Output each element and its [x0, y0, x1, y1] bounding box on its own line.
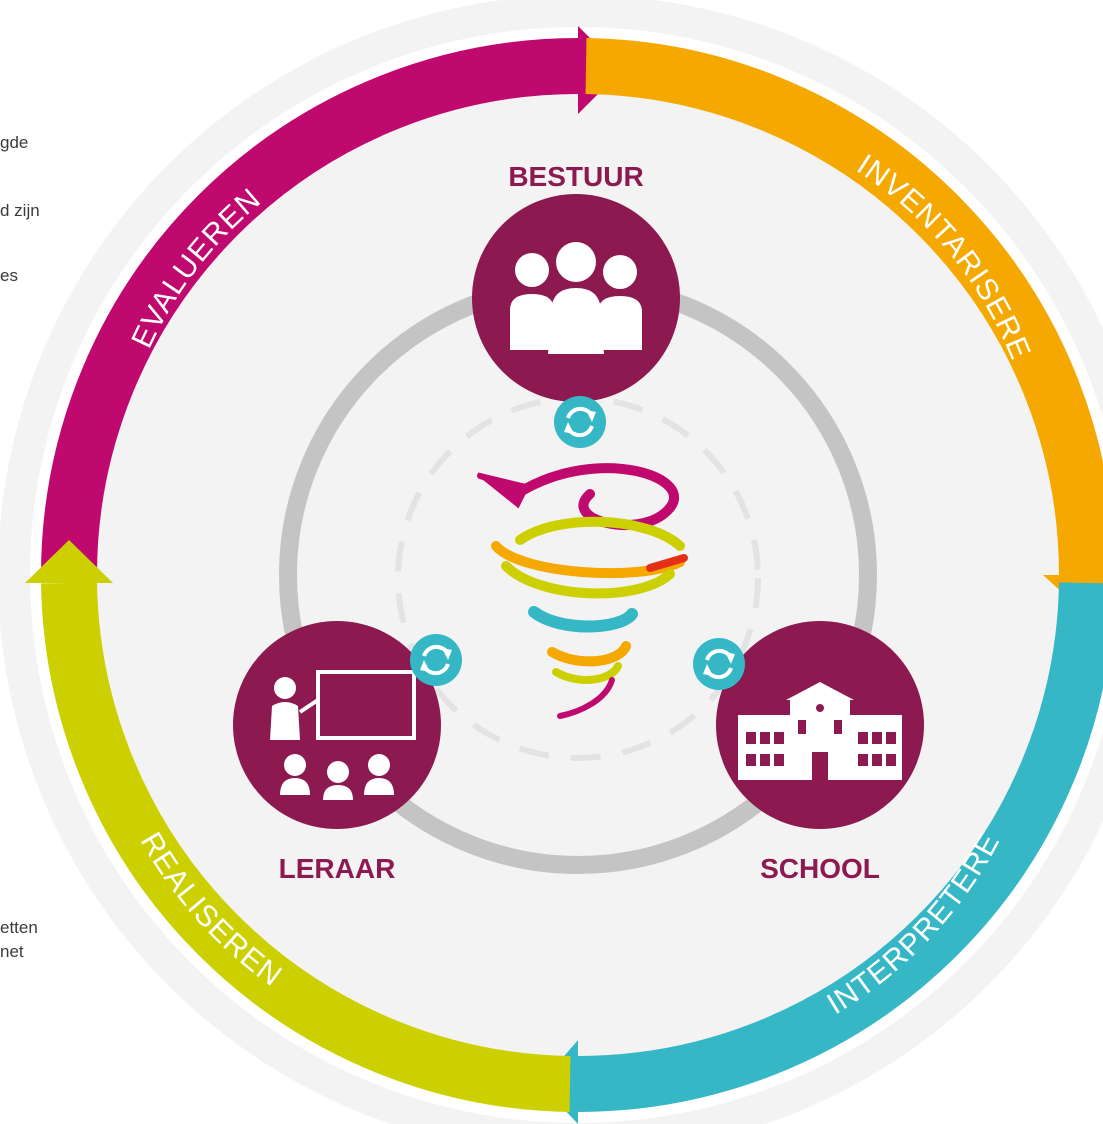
inventariseren-arc	[585, 38, 1103, 576]
side-text-line-2: d zijn	[0, 201, 40, 220]
realiseren-arrowhead	[25, 540, 113, 583]
teacher-classroom-icon	[270, 670, 416, 800]
school-label: SCHOOL	[760, 853, 880, 884]
tornado-icon	[477, 463, 688, 719]
side-text-line-5: net	[0, 942, 24, 961]
side-text-line-3: es	[0, 266, 18, 285]
bestuur-label: BESTUUR	[508, 161, 643, 192]
realiseren-arc	[41, 582, 571, 1112]
leraar-label: LERAAR	[279, 853, 396, 884]
school-building-icon	[738, 682, 902, 780]
interpreteren-arc	[577, 582, 1103, 1112]
side-text-line-4: etten	[0, 918, 38, 937]
evalueren-arc	[41, 38, 579, 576]
side-text-line-1: gde	[0, 133, 29, 152]
refresh-icon	[410, 634, 462, 686]
people-group-icon	[510, 242, 642, 354]
refresh-icon	[554, 396, 606, 448]
refresh-icon	[693, 638, 745, 690]
